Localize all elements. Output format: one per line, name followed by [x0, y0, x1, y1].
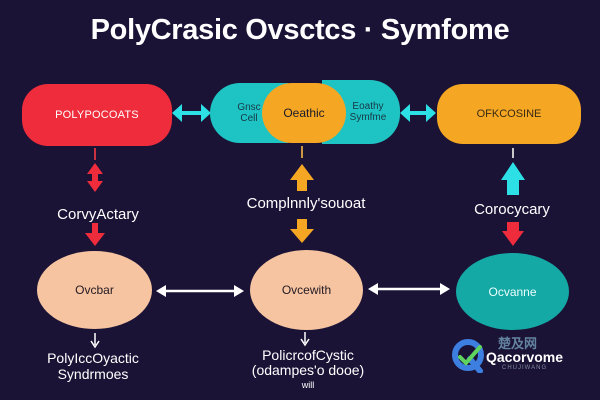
- node-oval-middle: Ovcewith: [250, 250, 363, 330]
- double-arrow-bottom-left: [156, 285, 244, 297]
- node-oval-middle-label: Ovcewith: [281, 283, 332, 297]
- label-mid-center: Complnnly'souoat: [246, 195, 366, 212]
- label-mid-left: CorvyActary: [57, 206, 139, 223]
- node-top-center-middle: Oeathic: [262, 83, 346, 143]
- node-top-left: POLYPOCOATS: [22, 84, 172, 146]
- node-top-right-label: OFKCOSINE: [476, 108, 542, 120]
- node-oval-right: Ocvanne: [456, 253, 569, 330]
- node-top-left-label: POLYPOCOATS: [55, 109, 139, 121]
- tick-under-middle-oval: [300, 332, 310, 347]
- double-arrow-top-left: [172, 104, 211, 122]
- watermark-text: Qacorvome: [486, 349, 564, 365]
- double-arrow-top-right: [400, 104, 436, 122]
- node-oval-left-label: Ovcbar: [75, 283, 114, 297]
- arrow-right-column: [501, 148, 525, 246]
- label-bottom-center-line3: will: [301, 380, 315, 390]
- node-top-center-right-line2: Symfme: [349, 112, 387, 123]
- node-oval-right-label: Ocvanne: [488, 284, 537, 299]
- node-top-center-left-line1: Gnsc: [237, 102, 261, 113]
- watermark: 楚及网 Qacorvome CHUJIWANG: [446, 333, 596, 373]
- watermark-small-text: CHUJIWANG: [502, 365, 548, 371]
- watermark-logo-icon: [452, 339, 484, 373]
- double-arrow-bottom-right: [368, 283, 450, 295]
- label-bottom-left-line1: PolyIccOyactic: [47, 350, 139, 366]
- node-top-center-middle-label: Oeathic: [283, 106, 325, 120]
- arrow-left-column: [85, 148, 105, 246]
- diagram-title: PolyCrasic Ovsctcs · Symfome: [90, 14, 510, 46]
- label-bottom-left-line2: Syndrmoes: [57, 366, 129, 382]
- watermark-chinese-text: 楚及网: [498, 336, 538, 351]
- node-top-center-right-line1: Eoathy: [352, 101, 384, 112]
- node-oval-left: Ovcbar: [37, 251, 152, 329]
- node-top-center-left-line2: Cell: [240, 113, 258, 124]
- tick-under-left-oval: [90, 333, 100, 349]
- label-bottom-left: PolyIccOyactic Syndrmoes: [18, 350, 168, 382]
- node-top-right: OFKCOSINE: [437, 84, 581, 144]
- arrow-center-column: [290, 146, 314, 243]
- label-bottom-center-line1: PolicrcofCystic: [262, 347, 354, 363]
- label-mid-right: Corocycary: [474, 201, 550, 218]
- label-bottom-center: PolicrcofCystic (odampes'o dooe) will: [220, 348, 396, 393]
- label-bottom-center-line2: (odampes'o dooe): [251, 362, 365, 378]
